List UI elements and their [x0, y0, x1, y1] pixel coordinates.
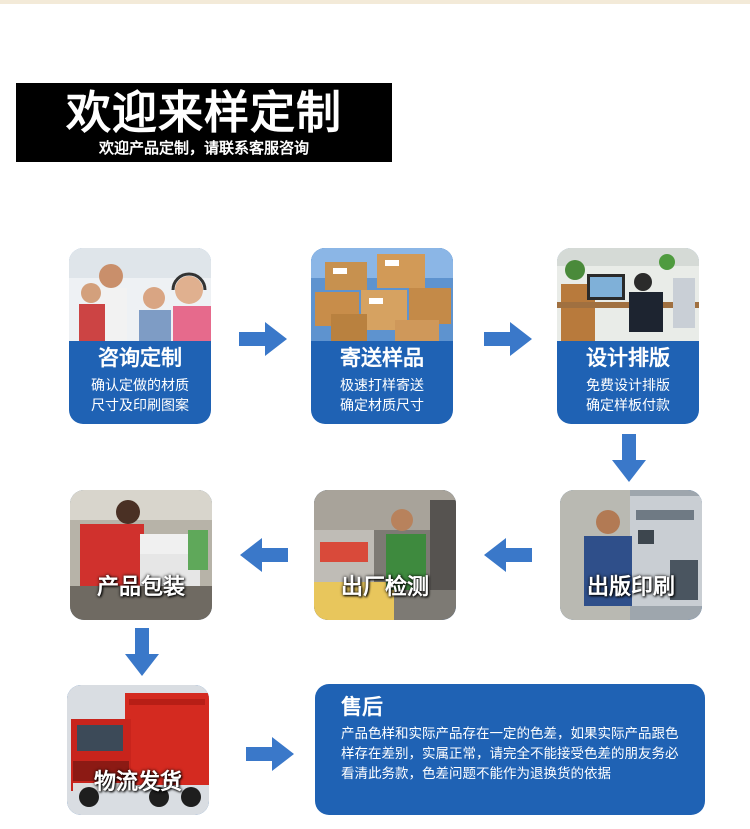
arrow-left-icon: [484, 538, 532, 572]
after-sales-title: 售后: [341, 695, 383, 719]
step-card-printing[interactable]: 出版印刷: [560, 490, 702, 620]
step-card-inspection[interactable]: 出厂检测: [314, 490, 456, 620]
step-card-packaging[interactable]: 产品包装: [70, 490, 212, 620]
designer-at-computer-photo: [557, 248, 699, 341]
after-sales-text: 产品色样和实际产品存在一定的色差，如果实际产品跟色样存在差别，实属正常，请完全不…: [341, 726, 679, 782]
step-card-sample[interactable]: 寄送样品 极速打样寄送 确定材质尺寸: [311, 248, 453, 424]
step-title: 设计排版: [586, 346, 670, 370]
step-description: 极速打样寄送 确定材质尺寸: [340, 378, 424, 414]
arrow-right-icon: [239, 322, 287, 356]
step-title: 寄送样品: [340, 346, 424, 370]
after-sales-box: 售后 产品色样和实际产品存在一定的色差，如果实际产品跟色样存在差别，实属正常，请…: [315, 684, 705, 815]
arrow-down-icon: [125, 628, 159, 676]
step-card-consult[interactable]: 咨询定制 确认定做的材质 尺寸及印刷图案: [69, 248, 211, 424]
step-title: 产品包装: [96, 575, 185, 600]
banner-title: 欢迎来样定制: [65, 86, 342, 139]
customer-service-headset-photo: [69, 248, 211, 341]
step-card-shipping[interactable]: 物流发货: [67, 685, 209, 815]
arrow-right-icon: [246, 737, 294, 771]
step-title: 出版印刷: [586, 575, 675, 600]
red-delivery-truck-photo: [67, 685, 209, 815]
arrow-left-icon: [240, 538, 288, 572]
top-accent-line: [0, 0, 750, 4]
step-title: 出厂检测: [340, 575, 429, 600]
header-banner: 欢迎来样定制 欢迎产品定制，请联系客服咨询: [16, 83, 392, 162]
step-description: 确认定做的材质 尺寸及印刷图案: [91, 378, 189, 414]
step-title: 物流发货: [93, 770, 182, 795]
step-card-design[interactable]: 设计排版 免费设计排版 确定样板付款: [557, 248, 699, 424]
step-title: 咨询定制: [98, 346, 182, 370]
step-description: 免费设计排版 确定样板付款: [586, 378, 670, 414]
arrow-down-icon: [612, 434, 646, 482]
banner-subtitle: 欢迎产品定制，请联系客服咨询: [98, 139, 309, 157]
factory-inspection-photo: [314, 490, 456, 620]
packing-worker-photo: [70, 490, 212, 620]
printing-press-operator-photo: [560, 490, 702, 620]
arrow-right-icon: [484, 322, 532, 356]
cardboard-boxes-photo: [311, 248, 453, 341]
